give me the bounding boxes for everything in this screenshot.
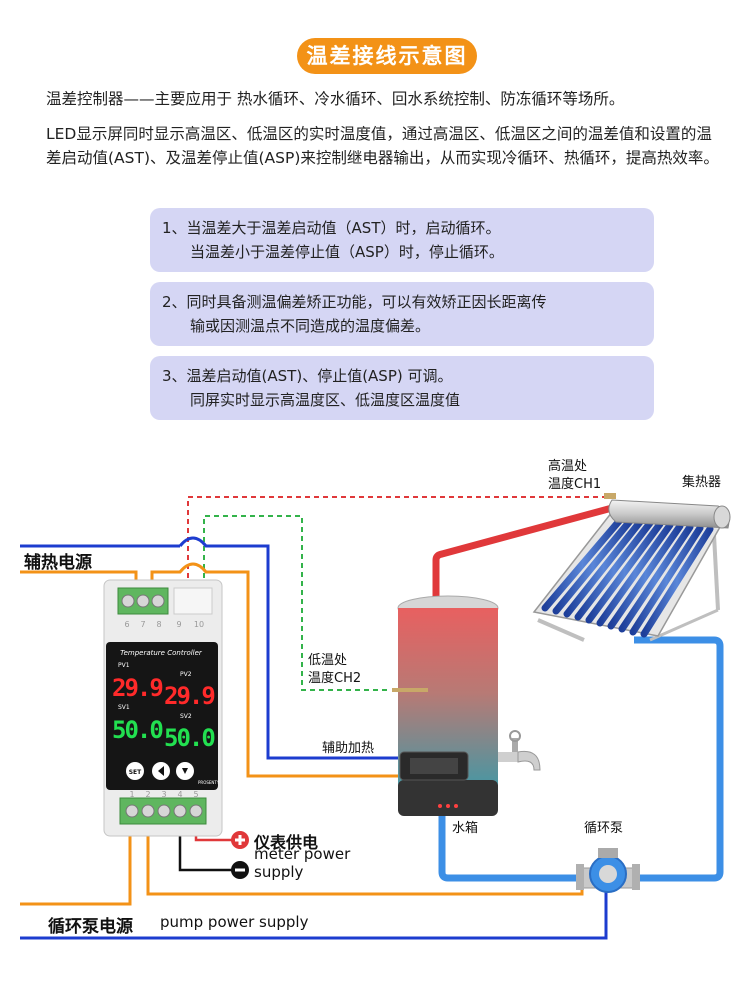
low-temp-label-2: 温度CH2 xyxy=(308,671,362,686)
cold-water-pipe xyxy=(438,636,724,882)
sv1-label: SV1 xyxy=(118,704,130,711)
collector-label: 集热器 xyxy=(682,475,722,490)
terminal-10: 10 xyxy=(194,620,204,629)
meter-power-en-label-2: supply xyxy=(254,863,304,881)
aux-power-label: 辅热电源 xyxy=(24,553,92,573)
solar-collector xyxy=(532,493,731,642)
aux-power-blue-hop xyxy=(178,536,402,760)
feature-1-line-1: 1、当温差大于温差启动值（AST）时，启动循环。 xyxy=(162,219,501,237)
positive-terminal-icon xyxy=(231,831,249,849)
pump-power-en-label: pump power supply xyxy=(160,913,309,931)
set-button[interactable]: SET xyxy=(129,769,142,776)
ch2-sensor-wire xyxy=(203,515,390,691)
pump-power-cn-label: 循环泵电源 xyxy=(48,917,133,937)
feature-3-line-2: 同屏实时显示高温度区、低温度区温度值 xyxy=(190,391,461,409)
high-temp-label-1: 高温处 xyxy=(548,459,588,474)
feature-box-1: 1、当温差大于温差启动值（AST）时，启动循环。 当温差小于温差停止值（ASP）… xyxy=(150,208,654,272)
intro-line: 温差控制器——主要应用于 热水循环、冷水循环、回水系统控制、防冻循环等场所。 xyxy=(46,90,625,108)
terminal-7: 7 xyxy=(140,620,145,629)
pump-label: 循环泵 xyxy=(584,821,624,836)
terminal-1: 1 xyxy=(129,790,134,799)
temperature-controller xyxy=(103,579,223,837)
low-temp-label-1: 低温处 xyxy=(308,653,348,668)
sv2-label: SV2 xyxy=(180,713,192,720)
aux-heat-orange-wire xyxy=(150,562,402,778)
pump-power-orange-wire xyxy=(20,818,132,906)
pv1-label: PV1 xyxy=(118,662,130,669)
feature-2-line-1: 2、同时具备测温偏差矫正功能，可以有效矫正因长距离传 xyxy=(162,293,547,311)
feature-box-2: 2、同时具备测温偏差矫正功能，可以有效矫正因长距离传 输或因测温点不同造成的温度… xyxy=(150,282,654,346)
terminal-3: 3 xyxy=(161,790,166,799)
meter-power-cn-label: 仪表供电 xyxy=(254,833,319,852)
pv2-value: 29.9 xyxy=(164,682,214,710)
brand-label: PROSENTY xyxy=(198,780,220,785)
intro-paragraph: LED显示屏同时显示高温区、低温区的实时温度值，通过高温区、低温区之间的温差值和… xyxy=(46,125,719,167)
water-tank xyxy=(392,595,499,816)
hot-water-pipe xyxy=(432,504,613,598)
pump-power-blue-wire xyxy=(20,880,608,940)
high-temp-label-2: 温度CH1 xyxy=(548,477,602,492)
feature-1-line-2: 当温差小于温差停止值（ASP）时，停止循环。 xyxy=(190,243,504,261)
controller-panel-title: Temperature Controller xyxy=(120,649,203,657)
feature-2-line-2: 输或因测温点不同造成的温度偏差。 xyxy=(190,317,431,335)
aux-heating-label: 辅助加热 xyxy=(322,741,375,756)
feature-3-line-1: 3、温差启动值(AST)、停止值(ASP) 可调。 xyxy=(162,367,453,385)
terminal-8: 8 xyxy=(156,620,161,629)
tank-label: 水箱 xyxy=(452,821,479,836)
feature-box-3: 3、温差启动值(AST)、停止值(ASP) 可调。 同屏实时显示高温度区、低温度… xyxy=(150,356,654,420)
pump-icon xyxy=(576,848,640,893)
negative-terminal-icon xyxy=(231,861,249,879)
pv2-label: PV2 xyxy=(180,671,192,678)
faucet-icon xyxy=(498,730,541,771)
sv2-value: 50.0 xyxy=(164,724,215,752)
terminal-9: 9 xyxy=(176,620,181,629)
sv1-value: 50.0 xyxy=(112,716,163,744)
pv1-value: 29.9 xyxy=(112,674,162,702)
diagram-title: 温差接线示意图 xyxy=(297,38,477,74)
meter-power-en-label-1: meter power xyxy=(254,845,351,863)
terminal-6: 6 xyxy=(124,620,129,629)
terminal-5: 5 xyxy=(193,790,198,799)
terminal-4: 4 xyxy=(177,790,182,799)
terminal-2: 2 xyxy=(145,790,150,799)
ch1-sensor-wire xyxy=(187,492,613,578)
